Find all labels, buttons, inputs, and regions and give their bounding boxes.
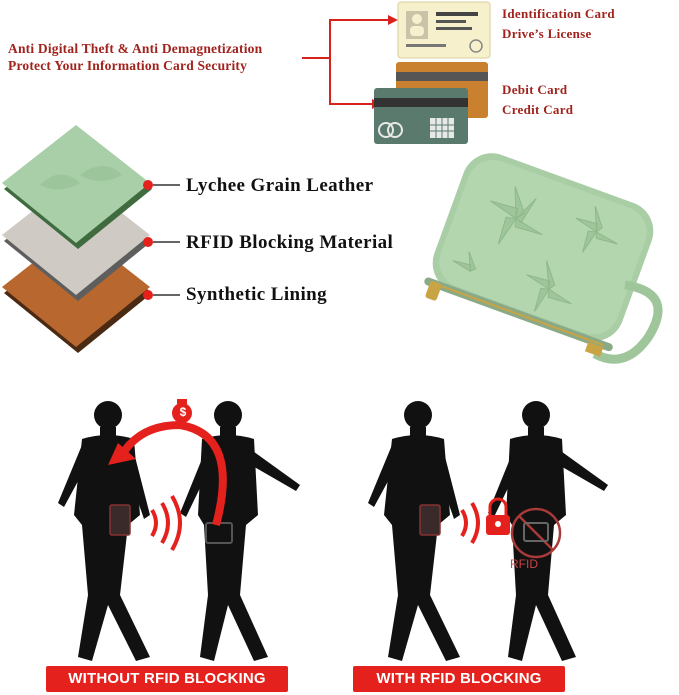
- green-wallet-image: [424, 153, 663, 364]
- security-line-1: Anti Digital Theft & Anti Demagnetizatio…: [8, 41, 263, 56]
- victim-silhouette: [58, 401, 150, 661]
- layer-label-rfid: RFID Blocking Material: [186, 232, 394, 253]
- without-rfid-banner: WITHOUT RFID BLOCKING: [46, 666, 288, 692]
- lock-icon: [486, 497, 510, 535]
- bank-cards-icon: [374, 62, 488, 144]
- thief-silhouette: [180, 401, 300, 661]
- with-rfid-banner: WITH RFID BLOCKING: [353, 666, 565, 692]
- bank-card-label-line-2: Credit Card: [502, 102, 574, 117]
- layer-label-leather: Lychee Grain Leather: [186, 175, 374, 196]
- bank-card-label-line-1: Debit Card: [502, 82, 568, 97]
- with-rfid-scene: [368, 401, 608, 661]
- layer-label-lining: Synthetic Lining: [186, 284, 328, 305]
- id-card-label-line-2: Drive’s License: [502, 26, 592, 41]
- id-card-label: Identification Card Drive’s License: [502, 4, 615, 44]
- id-card-icon: [397, 1, 491, 59]
- security-line-2: Protect Your Information Card Security: [8, 58, 248, 73]
- rfid-blocked-icon: [510, 507, 562, 559]
- without-rfid-scene: [58, 399, 300, 661]
- money-bag-icon: [172, 399, 192, 423]
- rfid-text: RFID: [510, 557, 538, 571]
- security-description: Anti Digital Theft & Anti Demagnetizatio…: [8, 40, 262, 74]
- money-symbol: $: [179, 405, 187, 419]
- victim-silhouette: [368, 401, 460, 661]
- material-layers-illustration: [2, 125, 180, 353]
- bank-card-label: Debit Card Credit Card: [502, 80, 573, 120]
- id-card-label-line-1: Identification Card: [502, 6, 615, 21]
